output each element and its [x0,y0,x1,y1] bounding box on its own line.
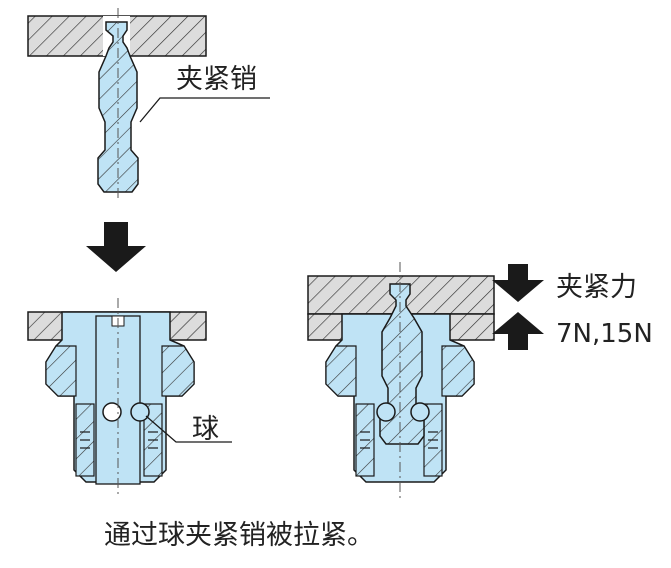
caption: 通过球夹紧销被拉紧。 [104,520,374,551]
left-assembly: 球 [27,298,232,498]
top-assembly: 夹紧销 [27,8,270,200]
ball-right [130,402,150,422]
ball-clamped-left [376,402,396,422]
ball-clamped-right [410,402,430,422]
ball-left [102,402,122,422]
ball-leader [145,415,232,443]
clamp-pin-label: 夹紧销 [176,64,257,95]
clamp-pin [97,8,139,200]
ball-label: 球 [192,414,219,445]
force-up-arrow-icon [492,312,544,350]
force-values-label: 7N,15N [556,319,653,349]
force-down-arrow-icon [492,264,544,302]
clamp-force-label: 夹紧力 [556,272,637,303]
clamp-pin-leader [139,97,270,123]
right-assembly [307,262,495,498]
down-arrow-icon [86,222,146,272]
